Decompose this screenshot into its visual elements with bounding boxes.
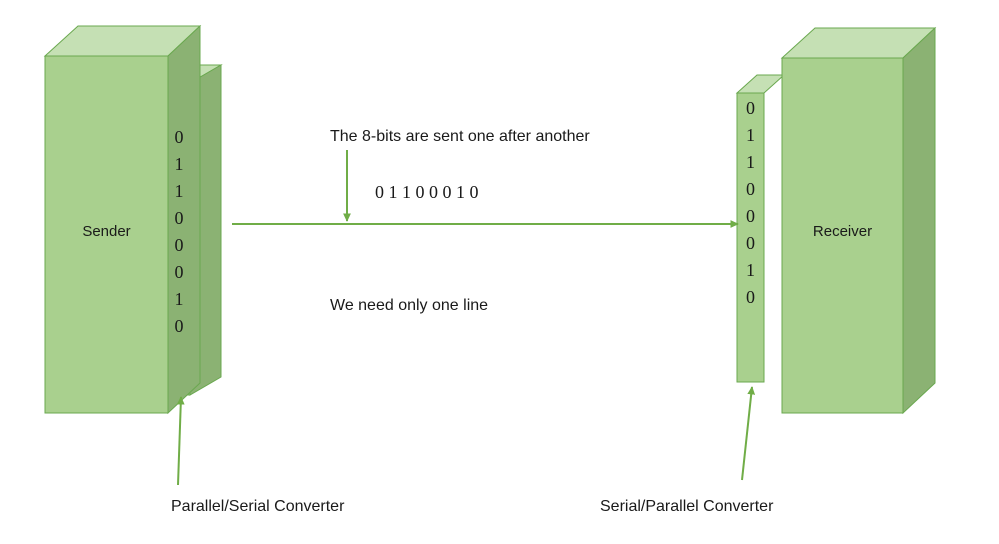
channel-bottom-note: We need only one line	[330, 297, 489, 314]
sender-bit-2: 1	[174, 181, 184, 201]
sender-bit-7: 0	[174, 316, 184, 336]
serial-parallel-converter-arrow	[741, 386, 756, 481]
parallel-serial-converter-arrow	[176, 396, 185, 486]
sender-bit-3: 0	[174, 208, 184, 228]
receiver-converter-bar	[735, 74, 786, 383]
channel-top-note: The 8-bits are sent one after another	[330, 128, 590, 145]
sender-bit-0: 0	[174, 127, 184, 147]
receiver-bit-7: 0	[746, 287, 755, 307]
sender-bit-4: 0	[174, 235, 184, 255]
receiver-bit-4: 0	[746, 206, 755, 226]
receiver-bit-1: 1	[746, 125, 755, 145]
sender-label: Sender	[82, 223, 131, 240]
sender-bit-6: 1	[174, 289, 184, 309]
serial-parallel-converter-label: Serial/Parallel Converter	[600, 498, 774, 515]
receiver-label: Receiver	[812, 223, 873, 240]
sender-bit-column: 0 1 1 0 0 0 1 0	[168, 124, 190, 340]
parallel-serial-converter-label: Parallel/Serial Converter	[171, 498, 345, 515]
sender-box	[43, 24, 202, 415]
sender-bit-5: 0	[174, 262, 184, 282]
receiver-bit-column: 0 1 1 0 0 0 1 0	[737, 95, 764, 311]
sender-bit-1: 1	[174, 154, 184, 174]
receiver-bit-6: 1	[746, 260, 755, 280]
serial-stream-bits: 0 1 1 0 0 0 1 0	[375, 182, 479, 202]
receiver-bit-0: 0	[746, 98, 755, 118]
receiver-bit-3: 0	[746, 179, 755, 199]
receiver-box	[780, 26, 937, 415]
receiver-bit-2: 1	[746, 152, 755, 172]
receiver-bit-5: 0	[746, 233, 755, 253]
